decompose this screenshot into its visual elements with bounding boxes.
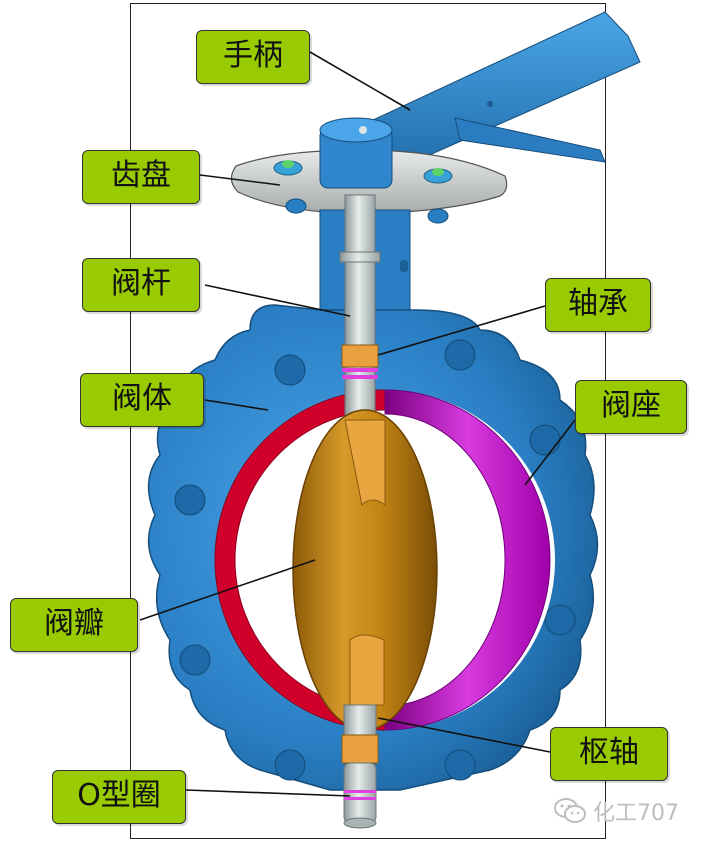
watermark-text: 化工707 (593, 801, 679, 826)
handle-hub-part (319, 117, 393, 189)
leader-body (204, 399, 269, 411)
label-handle: 手柄 (196, 30, 310, 84)
leader-disc (139, 559, 316, 621)
label-pivot-shaft: 枢轴 (550, 727, 668, 781)
valve-disc-part (292, 409, 438, 731)
leader-handle (309, 51, 411, 111)
leader-bearing (377, 305, 546, 356)
label-stem: 阀杆 (82, 258, 200, 312)
label-disc: 阀瓣 (10, 598, 138, 652)
label-seat: 阀座 (575, 380, 687, 434)
upper-bearing-part (341, 344, 379, 379)
leader-stem (204, 284, 351, 317)
leader-gear-plate (199, 174, 281, 186)
wechat-icon (554, 798, 586, 823)
leader-seat (524, 419, 576, 486)
leader-pivot-shaft (377, 717, 551, 753)
leader-o-ring (185, 789, 351, 797)
label-body: 阀体 (80, 373, 204, 427)
watermark: 化工707 (553, 795, 679, 827)
label-gear-plate: 齿盘 (82, 150, 200, 204)
leader-lines (139, 51, 576, 797)
pivot-shaft-part (341, 704, 379, 829)
label-bearing: 轴承 (545, 278, 651, 332)
valve-stem-part (339, 194, 381, 446)
label-o-ring: O型圈 (52, 770, 186, 824)
